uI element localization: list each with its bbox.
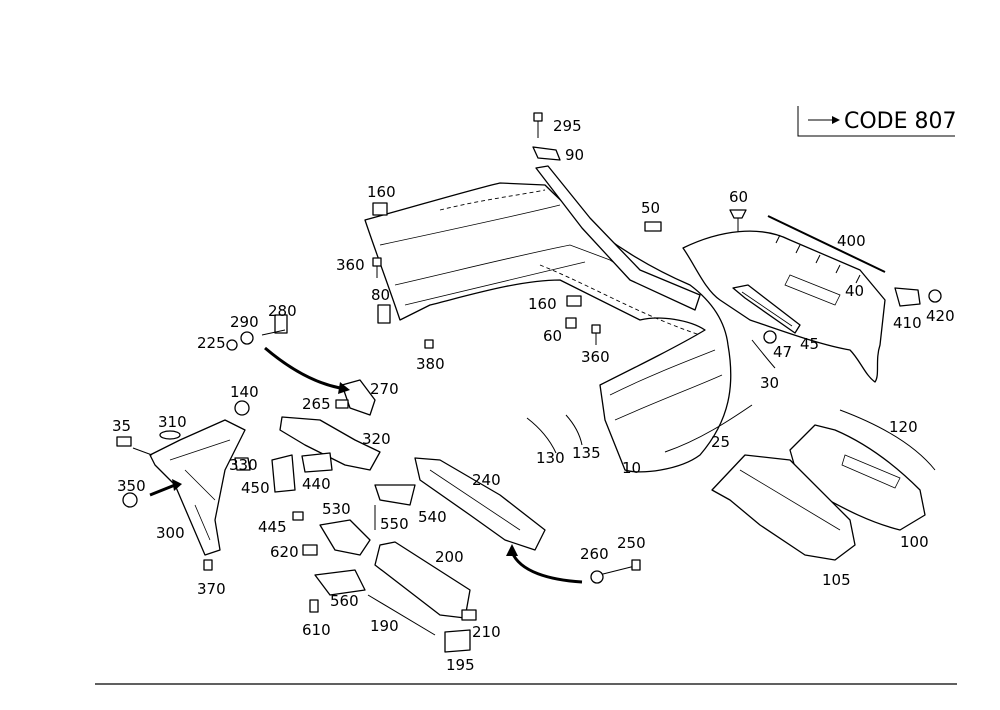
label-370: 370 xyxy=(197,580,226,598)
label-10: 10 xyxy=(622,459,641,477)
sensor-410-part xyxy=(894,287,942,307)
bolt-250-part xyxy=(590,559,641,584)
bracket-90-part xyxy=(532,112,701,311)
diffuser-100-part xyxy=(711,409,936,561)
label-350: 350 xyxy=(117,477,146,495)
label-47: 47 xyxy=(773,343,792,361)
label-240: 240 xyxy=(472,471,501,489)
bracket-270-part xyxy=(226,314,376,416)
label-195: 195 xyxy=(446,656,475,674)
bracket-320-part xyxy=(234,400,381,493)
label-200: 200 xyxy=(435,548,464,566)
label-530: 530 xyxy=(322,500,351,518)
label-260: 260 xyxy=(580,545,609,563)
label-295: 295 xyxy=(553,117,582,135)
label-420: 420 xyxy=(926,307,955,325)
label-80: 80 xyxy=(371,286,390,304)
label-610: 610 xyxy=(302,621,331,639)
label-35: 35 xyxy=(112,417,131,435)
label-190: 190 xyxy=(370,617,399,635)
label-300: 300 xyxy=(156,524,185,542)
strip-30-25-part xyxy=(526,339,776,454)
label-320: 320 xyxy=(362,430,391,448)
label-45: 45 xyxy=(800,335,819,353)
code-807-label: CODE 807 xyxy=(844,109,957,134)
grille-45-part xyxy=(732,284,801,334)
trim-panel-400-part xyxy=(682,215,886,383)
lower-strip-200-part xyxy=(309,541,477,653)
label-140: 140 xyxy=(230,383,259,401)
label-60-b: 60 xyxy=(543,327,562,345)
label-410: 410 xyxy=(893,314,922,332)
label-105: 105 xyxy=(822,571,851,589)
label-330: 330 xyxy=(229,456,258,474)
clip-60-part xyxy=(372,202,777,349)
label-540: 540 xyxy=(418,508,447,526)
label-160: 160 xyxy=(367,183,396,201)
bracket-530-part xyxy=(292,484,416,556)
label-400: 400 xyxy=(837,232,866,250)
label-550: 550 xyxy=(380,515,409,533)
label-90: 90 xyxy=(565,146,584,164)
label-360-b: 360 xyxy=(581,348,610,366)
label-25: 25 xyxy=(711,433,730,451)
label-265: 265 xyxy=(302,395,331,413)
label-290: 290 xyxy=(230,313,259,331)
label-450: 450 xyxy=(241,479,270,497)
side-bracket-300-part xyxy=(116,419,246,571)
impact-beam-240-part xyxy=(414,457,546,551)
label-120: 120 xyxy=(889,418,918,436)
label-445: 445 xyxy=(258,518,287,536)
label-310: 310 xyxy=(158,413,187,431)
code-807-box: CODE 807 xyxy=(797,106,957,137)
label-620: 620 xyxy=(270,543,299,561)
label-225: 225 xyxy=(197,334,226,352)
label-270: 270 xyxy=(370,380,399,398)
label-210: 210 xyxy=(472,623,501,641)
label-40: 40 xyxy=(845,282,864,300)
label-135: 135 xyxy=(572,444,601,462)
assembly-arrows xyxy=(132,346,583,584)
label-100: 100 xyxy=(900,533,929,551)
label-160-b: 160 xyxy=(528,295,557,313)
label-560: 560 xyxy=(330,592,359,610)
label-130: 130 xyxy=(536,449,565,467)
label-360: 360 xyxy=(336,256,365,274)
label-30: 30 xyxy=(760,374,779,392)
label-440: 440 xyxy=(302,475,331,493)
label-280: 280 xyxy=(268,302,297,320)
part-number-labels: 295 90 160 50 60 400 40 410 420 360 80 3… xyxy=(112,117,955,674)
label-380: 380 xyxy=(416,355,445,373)
label-60: 60 xyxy=(729,188,748,206)
label-50: 50 xyxy=(641,199,660,217)
label-250: 250 xyxy=(617,534,646,552)
